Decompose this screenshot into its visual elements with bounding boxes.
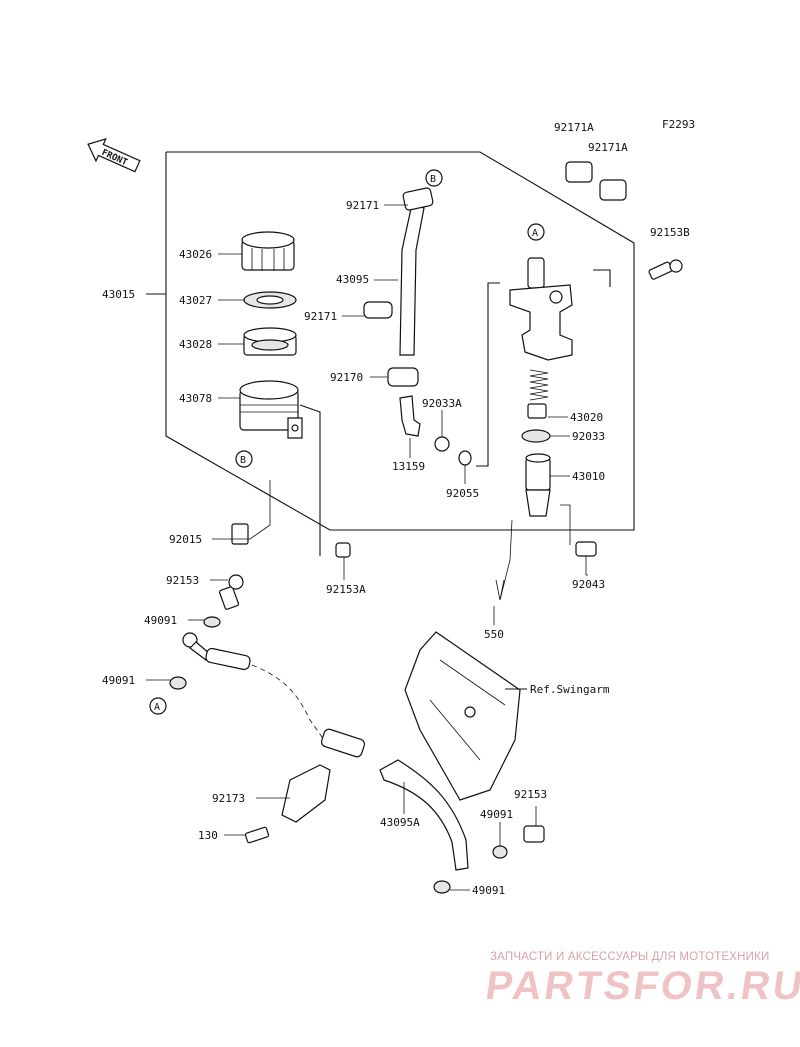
diaphragm-plate [243,291,297,309]
part-label: 92171A [588,141,628,154]
bolt-92153B [648,259,683,280]
reservoir-hose [399,187,434,356]
svg-text:B: B [430,174,436,185]
circlip-92033A [434,436,450,452]
hose-routing-dashed [251,664,325,741]
diaphragm [243,327,297,356]
master-cylinder-body [509,257,573,361]
part-label: 92015 [169,533,202,546]
part-labels: 92171A 92171A 92153B 92171 43026 43095 4… [102,121,690,897]
svg-text:B: B [240,455,246,466]
part-label: 43095A [380,816,420,829]
bolt-92153A [335,542,351,558]
part-label: 43015 [102,288,135,301]
part-label: 92153A [326,583,366,596]
part-label: 49091 [144,614,177,627]
pin-92043 [575,541,597,557]
swingarm-outline [404,631,527,801]
part-label: 92033 [572,430,605,443]
reservoir-cap [241,231,295,271]
svg-text:A: A [154,702,160,713]
banjo-lower [433,825,545,894]
banjo-fitting-upper [182,632,251,671]
circlip-92033 [521,429,551,443]
hose-fitting-middle [320,728,366,758]
part-label: 92153B [650,226,690,239]
callout-B-bottom: B [235,450,253,468]
oring-92055 [458,450,472,466]
clamps-92171A [565,161,627,201]
hose-clamp-lower [387,367,419,387]
part-label: 92170 [330,371,363,384]
part-label: 43010 [572,470,605,483]
front-arrow: FRONT [87,138,141,173]
hose-fitting-13159 [399,395,421,437]
figure-code: F2293 [662,118,695,131]
part-label: 92033A [422,397,462,410]
brake-hose-43095A [379,759,469,871]
part-label: 92153 [514,788,547,801]
banjo-bolt-upper [218,574,244,610]
bolt-130 [244,826,270,844]
part-label: 49091 [102,674,135,687]
part-label: 92055 [446,487,479,500]
hose-guide-92173 [281,764,331,823]
watermark-caption: ЗАПЧАСТИ И АКСЕССУАРЫ ДЛЯ МОТОТЕХНИКИ [490,951,770,963]
reservoir-tank [239,380,303,439]
callout-A-bottom: A [149,697,167,715]
callout-A-top: A [527,223,545,241]
part-label: 43078 [179,392,212,405]
hose-clamp-mid [363,301,393,319]
nut-92015 [231,523,249,545]
part-label: 13159 [392,460,425,473]
part-label: 43026 [179,248,212,261]
part-label: 92043 [572,578,605,591]
watermark-logo: PARTSFOR.RU [482,964,800,1008]
part-label: 43095 [336,273,369,286]
callout-B-top: B [425,169,443,187]
washer-49091-lower [169,676,187,690]
part-label: 43027 [179,294,212,307]
part-label: 130 [198,829,218,842]
spring-43020 [527,369,549,419]
part-label: 43028 [179,338,212,351]
ref-swingarm-label: Ref.Swingarm [530,683,610,696]
leader-lines [146,204,588,891]
part-label: 92171 [346,199,379,212]
svg-text:A: A [532,228,538,239]
part-label: 550 [484,628,504,641]
part-label: 49091 [472,884,505,897]
part-label: 92171 [304,310,337,323]
assembly-frame [146,151,635,556]
part-label: 43020 [570,411,603,424]
part-label: 92171A [554,121,594,134]
part-label: 92173 [212,792,245,805]
piston-43010 [525,453,551,517]
part-label: 49091 [480,808,513,821]
part-label: 92153 [166,574,199,587]
washer-49091-upper [203,616,221,628]
